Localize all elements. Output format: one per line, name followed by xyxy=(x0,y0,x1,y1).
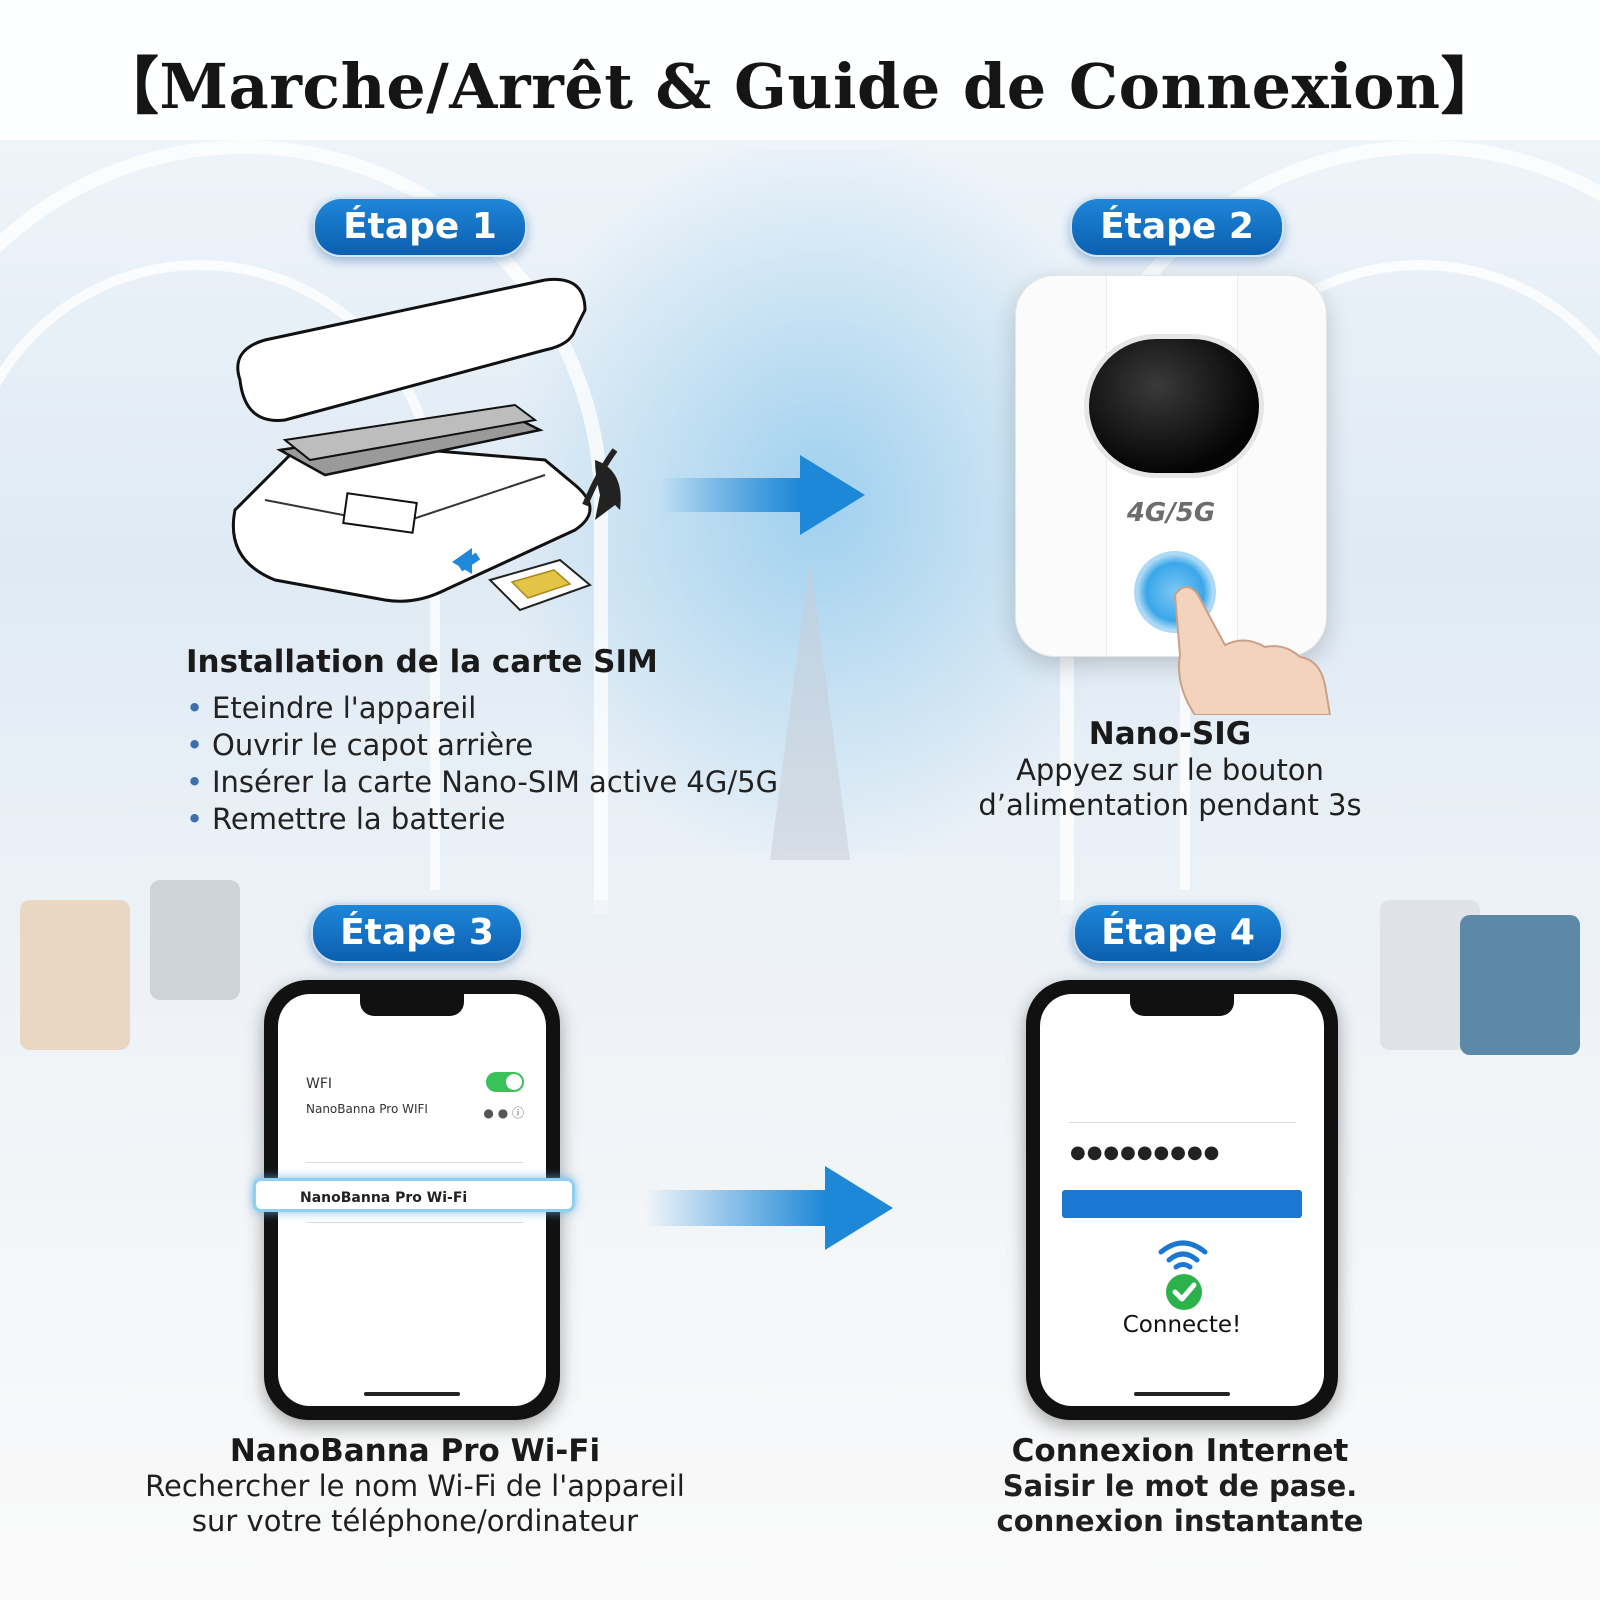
arrow-right-icon xyxy=(645,1166,893,1250)
page-title: 【Marche/Arrêt & Guide de Connexion】 xyxy=(96,50,1504,123)
wifi-network-row[interactable]: NanoBanna Pro WIFI ● ● ⓘ xyxy=(306,1102,524,1120)
bullet-item: •Eteindre l'appareil xyxy=(186,691,477,725)
wifi-toggle-row[interactable]: WFI xyxy=(306,1072,524,1092)
step-4-badge: Étape 4 xyxy=(1073,903,1283,963)
bullet-item: •Insérer la carte Nano-SIM active 4G/5G xyxy=(186,765,779,799)
step-3-description: Rechercher le nom Wi-Fi de l'appareil su… xyxy=(145,1469,685,1538)
router-network-label: 4G/5G xyxy=(1126,498,1216,528)
wifi-toggle[interactable] xyxy=(486,1072,524,1092)
arrow-right-icon xyxy=(660,455,865,535)
step-4-heading: Connexion Internet xyxy=(1011,1433,1349,1469)
step-3-heading: NanoBanna Pro Wi-Fi xyxy=(229,1433,601,1469)
step-2-description: Appyez sur le bouton d’alimentation pend… xyxy=(978,753,1362,822)
sim-install-illustration xyxy=(231,277,621,603)
finger-press-illustration xyxy=(1173,586,1332,715)
bullet-item: •Ouvrir le capot arrière xyxy=(186,728,534,762)
mobile-router: 4G/5G xyxy=(1015,275,1327,657)
sim-card-icon xyxy=(452,548,592,612)
check-circle-icon xyxy=(1166,1274,1202,1310)
selected-wifi-network[interactable]: NanoBanna Pro Wi-Fi xyxy=(253,1178,575,1212)
step-2-badge: Étape 2 xyxy=(1070,197,1284,257)
bullet-item: •Remettre la batterie xyxy=(186,802,506,836)
step-2-heading: Nano-SIG xyxy=(1088,716,1252,752)
power-button-icon[interactable] xyxy=(1134,551,1216,633)
step-1-heading: Installation de la carte SIM xyxy=(186,644,658,680)
header-band xyxy=(0,0,1600,140)
step-4-description: Saisir le mot de pase. connexion instant… xyxy=(996,1469,1364,1538)
connection-status: Connecte! xyxy=(1122,1312,1242,1338)
connect-button[interactable] xyxy=(1062,1190,1302,1218)
password-field[interactable]: ●●●●●●●●● xyxy=(1070,1142,1221,1163)
wifi-icon xyxy=(1158,1240,1208,1270)
step-1-bullets: •Eteindre l'appareil •Ouvrir le capot ar… xyxy=(186,690,778,838)
step-3-badge: Étape 3 xyxy=(311,903,523,963)
phone-connect-screen: ●●●●●●●●● Connecte! xyxy=(1026,980,1338,1420)
router-display xyxy=(1084,334,1264,478)
step-1-badge: Étape 1 xyxy=(313,197,527,257)
